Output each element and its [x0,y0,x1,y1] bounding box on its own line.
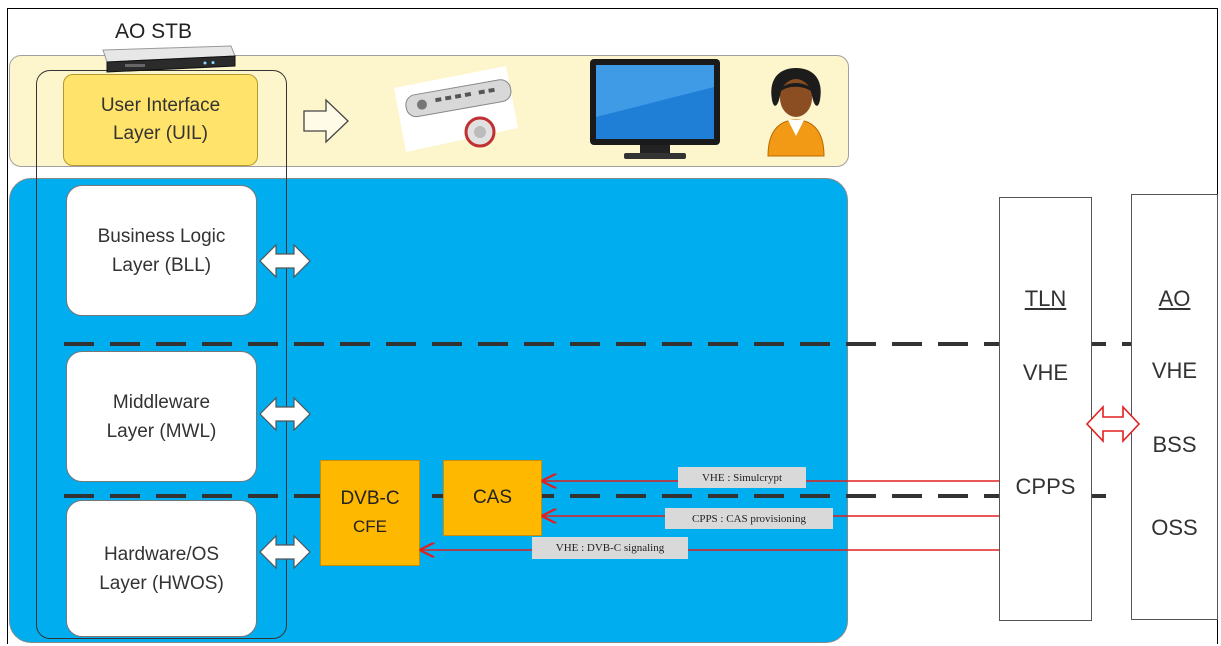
mwl-line1: Middleware [112,391,211,413]
stb-title: AO STB [115,20,193,43]
double-arrow-icon [259,243,311,279]
dvbc-signaling-label: VHE : DVB-C signaling [532,537,688,559]
tln-item-cpps: CPPS [1015,474,1076,499]
tln-item-vhe: VHE [1022,360,1069,385]
tln-box [999,197,1092,621]
uil-line2: Layer (UIL) [112,123,208,144]
stb-outline [36,70,287,639]
dvbc-cfe-box: DVB-C CFE [320,460,420,566]
tln-title: TLN [1024,286,1067,311]
hwos-line1: Hardware/OS [103,543,220,565]
television-icon [590,59,720,159]
cas-box: CAS [443,460,542,536]
ao-item-vhe: VHE [1151,358,1198,383]
hwos-line2: Layer (HWOS) [99,572,224,594]
ao-box [1131,194,1218,620]
cas-label: CAS [472,487,513,508]
cas-provisioning-label: CPPS : CAS provisioning [665,508,833,529]
uil-line1: User Interface [100,95,221,116]
hollow-arrow-icon [303,98,349,144]
remote-control-icon [394,66,518,152]
user-person-icon [767,68,825,157]
set-top-box-icon [102,45,236,73]
dvbc-line2: CFE [353,517,387,536]
ao-item-bss: BSS [1152,432,1197,457]
hwos-box: Hardware/OS Layer (HWOS) [66,500,257,637]
ao-title: AO [1158,286,1191,311]
ao-item-oss: OSS [1151,515,1198,540]
double-arrow-icon [1085,404,1141,444]
simulcrypt-label: VHE : Simulcrypt [678,467,806,488]
mwl-line2: Layer (MWL) [106,420,217,442]
double-arrow-icon [259,396,311,432]
double-arrow-icon [259,534,311,570]
dvbc-line1: DVB-C [340,488,400,509]
bll-line1: Business Logic [97,225,226,247]
bll-line2: Layer (BLL) [111,254,212,276]
